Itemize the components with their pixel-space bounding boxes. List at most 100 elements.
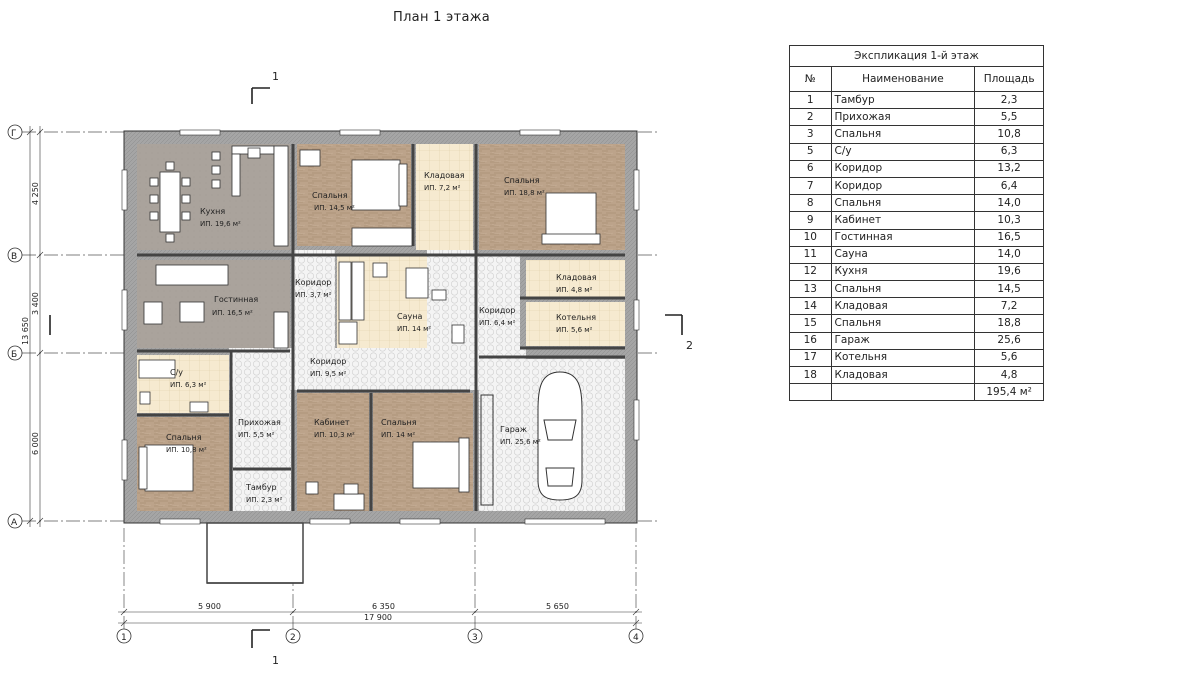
row-name: Коридор [830, 159, 976, 178]
row-name: Спальня [830, 314, 976, 333]
corridor-7-floor [293, 250, 335, 348]
row-axis-markers: Г В Б А [7, 124, 23, 529]
room-area: ИП. 25,6 м² [500, 438, 541, 446]
row-name: Прихожая [830, 108, 976, 127]
room-name: Гараж [500, 425, 527, 434]
row-number: 16 [789, 331, 832, 350]
row-name: Кабинет [830, 211, 976, 230]
row-area: 5,5 [974, 108, 1044, 127]
row-number: 2 [789, 108, 832, 127]
room-name: С/у [170, 368, 183, 377]
row-number: 12 [789, 262, 832, 282]
plan-title: План 1 этажа [393, 10, 491, 25]
bathroom-furniture [138, 359, 209, 413]
row-area: 14,5 [974, 280, 1044, 299]
room-name: Гостинная [214, 295, 258, 304]
table-caption: Экспликация 1-й этаж [789, 45, 1044, 67]
row-number: 1 [789, 90, 832, 110]
section-label: 1 [272, 70, 279, 83]
row-number: 17 [789, 348, 832, 368]
axis-label: 3 [472, 633, 478, 643]
room-name: Коридор [479, 306, 515, 315]
dimension-label: 4 250 [31, 182, 40, 205]
room-name: Котельня [556, 313, 596, 322]
room-area: ИП. 7,2 м² [424, 184, 461, 192]
explication-table: Экспликация 1-й этаж № Наименование Площ… [789, 45, 1044, 402]
room-area: ИП. 3,7 м² [295, 291, 332, 299]
corridor-b-floor [477, 255, 520, 348]
row-area: 6,4 [974, 176, 1044, 196]
row-area: 25,6 [974, 331, 1044, 350]
dimension-label: 6 000 [31, 432, 40, 455]
sauna-furniture [338, 261, 465, 345]
room-name: Спальня [166, 433, 202, 442]
row-name: Кладовая [830, 365, 976, 385]
total-area: 195,4 м² [974, 383, 1044, 402]
room-area: ИП. 10,8 м² [166, 446, 207, 454]
room-name: Кладовая [424, 171, 465, 180]
room-name: Прихожая [238, 418, 281, 427]
row-area: 13,2 [974, 159, 1044, 178]
row-number: 10 [789, 228, 832, 247]
dimension-label: 17 900 [364, 613, 392, 622]
row-name: Спальня [830, 280, 976, 299]
bedroom-8-furniture [412, 437, 470, 493]
row-number: 15 [789, 314, 832, 333]
dimension-label: 5 900 [198, 602, 221, 611]
dimension-label: 5 650 [546, 602, 569, 611]
room-area: ИП. 2,3 м² [246, 496, 283, 504]
kitchen-furniture [149, 145, 289, 247]
car-icon [480, 371, 583, 506]
row-area: 7,2 [974, 297, 1044, 316]
empty-cell [830, 383, 976, 402]
room-area: ИП. 5,6 м² [556, 326, 593, 334]
row-number: 18 [789, 365, 832, 385]
section-label: 2 [686, 339, 693, 352]
row-name: С/у [830, 142, 976, 161]
hall-floor [233, 390, 291, 468]
bedroom-3-furniture [138, 444, 194, 492]
room-area: ИП. 6,3 м² [170, 381, 207, 389]
dimension-label: 3 400 [31, 292, 40, 315]
row-number: 13 [789, 280, 832, 299]
axis-label: Б [11, 350, 17, 360]
row-name: Кладовая [830, 297, 976, 316]
row-number: 5 [789, 142, 832, 161]
storage-18-floor [526, 260, 625, 298]
room-area: ИП. 19,6 м² [200, 220, 241, 228]
section-label: 1 [272, 654, 279, 667]
room-name: Кабинет [314, 418, 350, 427]
windows [121, 129, 640, 525]
dimension-label: 13 650 [21, 317, 30, 345]
axis-label: 4 [633, 633, 639, 643]
vestibule-floor [233, 470, 291, 511]
room-name: Коридор [295, 278, 331, 287]
row-name: Кухня [830, 262, 976, 282]
room-name: Кладовая [556, 273, 597, 282]
row-area: 6,3 [974, 142, 1044, 161]
row-number: 9 [789, 211, 832, 230]
room-area: ИП. 5,5 м² [238, 431, 275, 439]
axis-label: 2 [290, 633, 296, 643]
room-area: ИП. 18,8 м² [504, 189, 545, 197]
dimension-label: 6 350 [372, 602, 395, 611]
porch [206, 522, 304, 584]
row-name: Коридор [830, 176, 976, 196]
row-area: 5,6 [974, 348, 1044, 368]
row-name: Котельня [830, 348, 976, 368]
axis-label: Г [11, 129, 17, 139]
axis-label: В [11, 252, 17, 262]
room-area: ИП. 6,4 м² [479, 319, 516, 327]
bedroom-15-furniture [541, 192, 601, 245]
col-header-name: Наименование [830, 66, 976, 92]
